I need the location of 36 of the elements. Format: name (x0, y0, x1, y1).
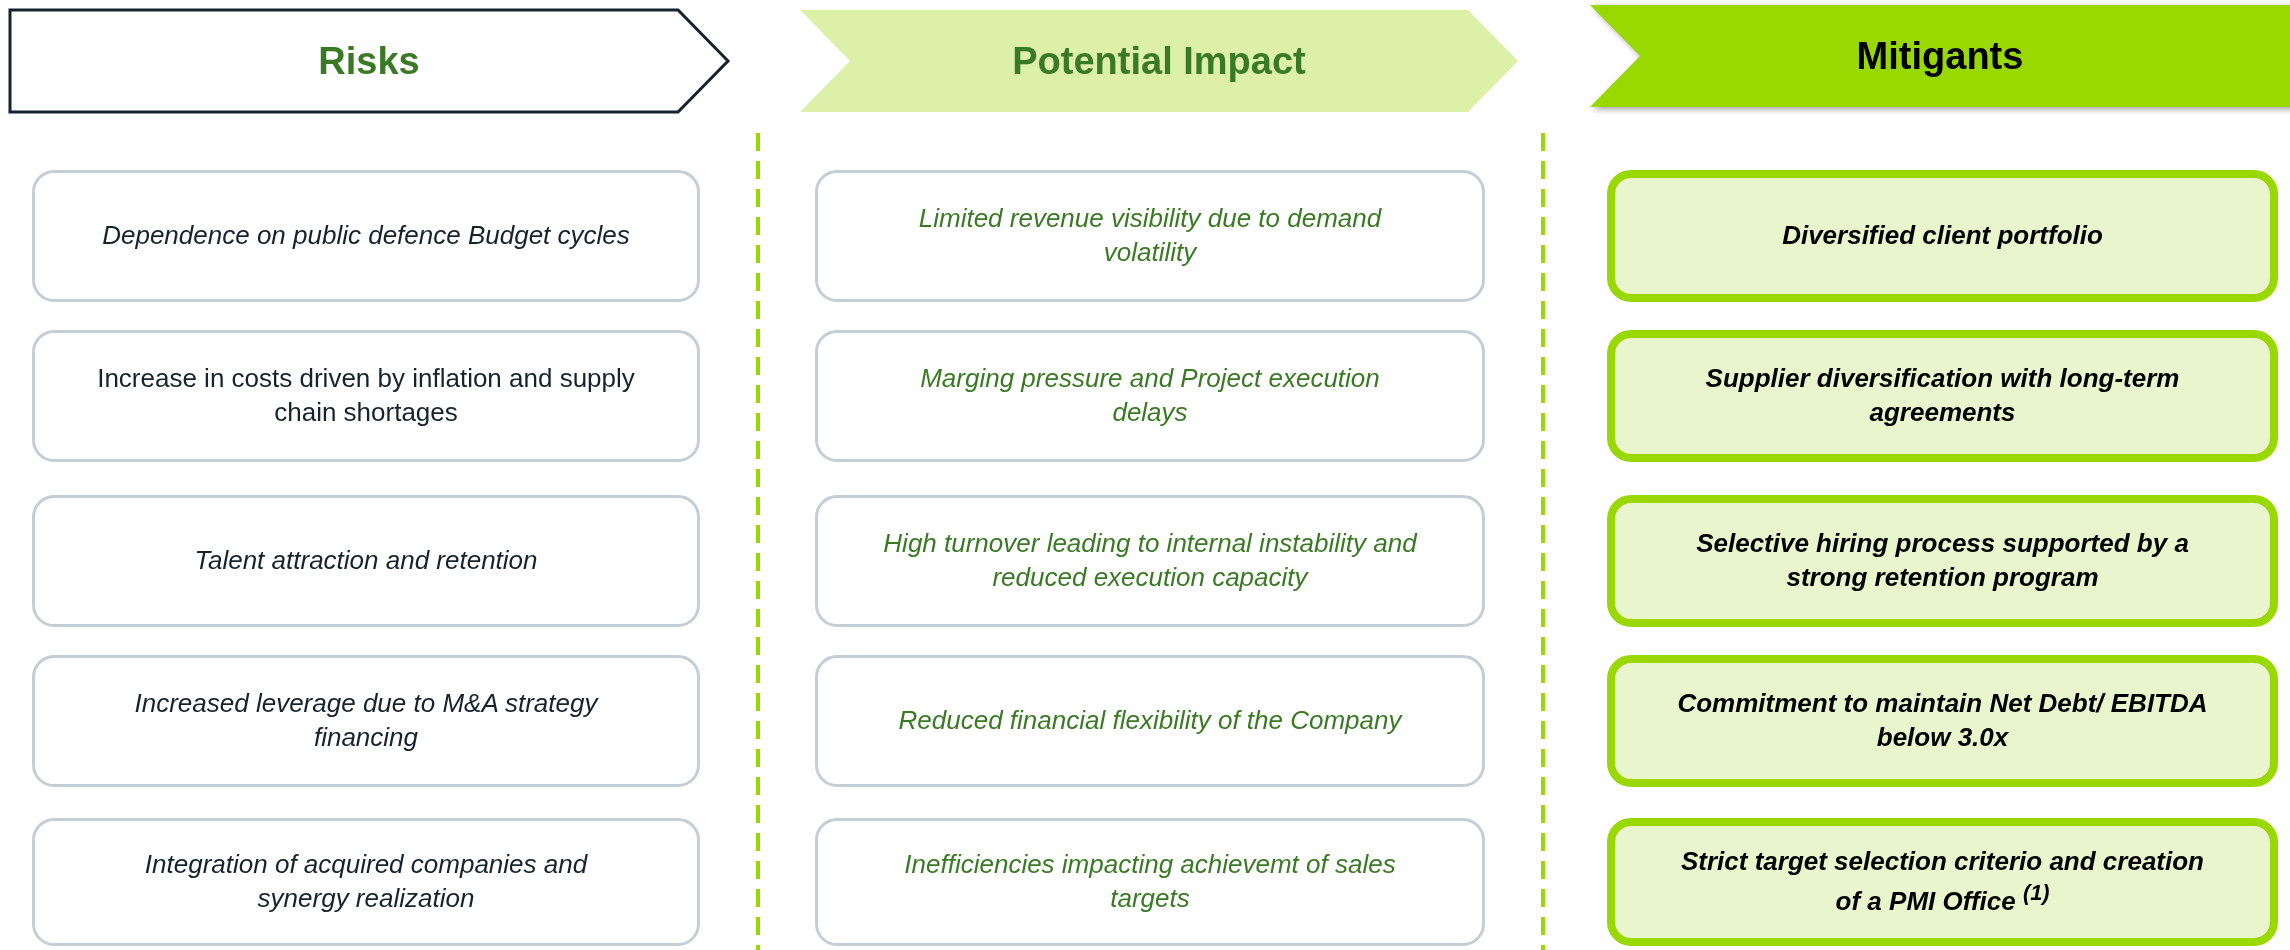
impact-box (815, 170, 1485, 302)
column-title: Mitigants (1856, 34, 2024, 78)
mitigant-text: Strict target selection criterio and creation of a PMI Office $^{(1)}$ (1679, 845, 2205, 918)
mitigant-box (1607, 330, 2278, 462)
chevron-header (800, 10, 1518, 112)
risk-text: Dependence on public defence Budget cycles (101, 219, 631, 253)
risk-text: Increased leverage due to M&A strategy financing (133, 687, 600, 754)
impact-text: High turnover leading to internal instability and reduced execution capacity (882, 527, 1419, 594)
risk-box (32, 170, 700, 302)
risk-box (32, 330, 700, 462)
mitigant-text: Supplier diversification with long-term agreements (1704, 362, 2181, 429)
risk-box (32, 655, 700, 787)
risk-text: Talent attraction and retention (193, 544, 539, 578)
impact-box (815, 818, 1485, 946)
impact-text: Limited revenue visibility due to demand volatility (917, 202, 1383, 269)
risk-box (32, 818, 700, 946)
impact-box (815, 330, 1485, 462)
risk-box (32, 495, 700, 627)
column-title: Risks (318, 39, 420, 83)
mitigant-box (1607, 818, 2278, 946)
impact-text: Inefficiencies impacting achievemt of sales targets (903, 848, 1397, 915)
mitigant-box (1607, 170, 2278, 302)
risk-text: Integration of acquired companies and synergy realization (143, 848, 589, 915)
mitigant-box (1607, 655, 2278, 787)
column-title: Potential Impact (1012, 39, 1306, 83)
mitigant-text: Commitment to maintain Net Debt/ EBITDA below 3.0x (1676, 687, 2209, 754)
impact-box (815, 655, 1485, 787)
mitigant-text: Selective hiring process supported by a strong retention program (1695, 527, 2190, 594)
impact-text: Reduced financial flexibility of the Company (897, 704, 1404, 738)
impact-text: Marging pressure and Project execution delays (919, 362, 1381, 429)
impact-box (815, 495, 1485, 627)
chevron-header (1590, 5, 2290, 107)
mitigant-box (1607, 495, 2278, 627)
mitigant-text: Diversified client portfolio (1781, 219, 2104, 253)
chevron-header (10, 10, 728, 112)
risk-text: Increase in costs driven by inflation and supply chain shortages (96, 362, 636, 429)
